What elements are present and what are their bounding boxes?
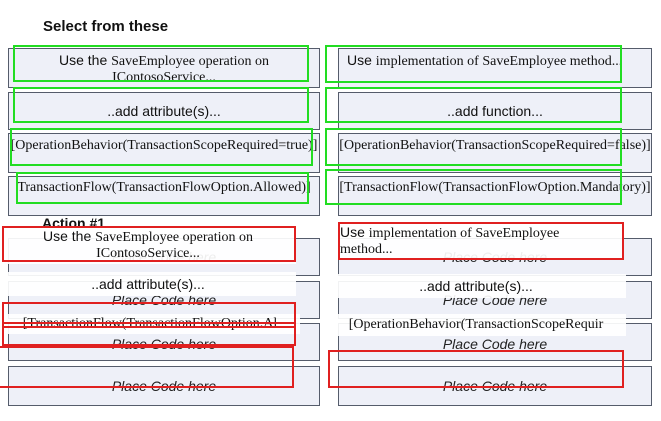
page-title: Select from these [43,18,169,35]
answer-left-add-attribute[interactable]: ..add attribute(s)... [0,272,296,296]
answer-right-add-attribute[interactable]: ..add attribute(s)... [326,274,626,298]
drop-target-right-4[interactable]: Place Code here [338,366,652,406]
option-right-use-implementation[interactable]: Use implementation of SaveEmployee metho… [338,48,652,88]
option-left-transaction-flow-allowed[interactable]: TransactionFlow(TransactionFlowOption.Al… [8,176,320,216]
option-right-transaction-flow-mandatory[interactable]: [TransactionFlow(TransactionFlowOption.M… [338,176,652,216]
answer-left-transaction-flow[interactable]: [TransactionFlow(TransactionFlowOption.A… [0,314,300,334]
answer-right-use-implementation[interactable]: Use implementation of SaveEmployee metho… [326,222,622,258]
option-right-operation-behavior-false[interactable]: [OperationBehavior(TransactionScopeRequi… [338,133,652,173]
option-right-add-function[interactable]: ..add function... [338,92,652,130]
answer-left-use-operation[interactable]: Use the SaveEmployee operation on IConto… [0,226,296,264]
option-left-operation-behavior-true[interactable]: [OperationBehavior(TransactionScopeRequi… [8,133,320,173]
option-left-add-attribute[interactable]: ..add attribute(s)... [8,92,320,130]
drop-target-left-4[interactable]: Place Code here [8,366,320,406]
answer-right-operation-behavior[interactable]: [OperationBehavior(TransactionScopeRequi… [326,314,626,336]
option-left-use-operation[interactable]: Use the SaveEmployee operation on IConto… [8,48,320,88]
